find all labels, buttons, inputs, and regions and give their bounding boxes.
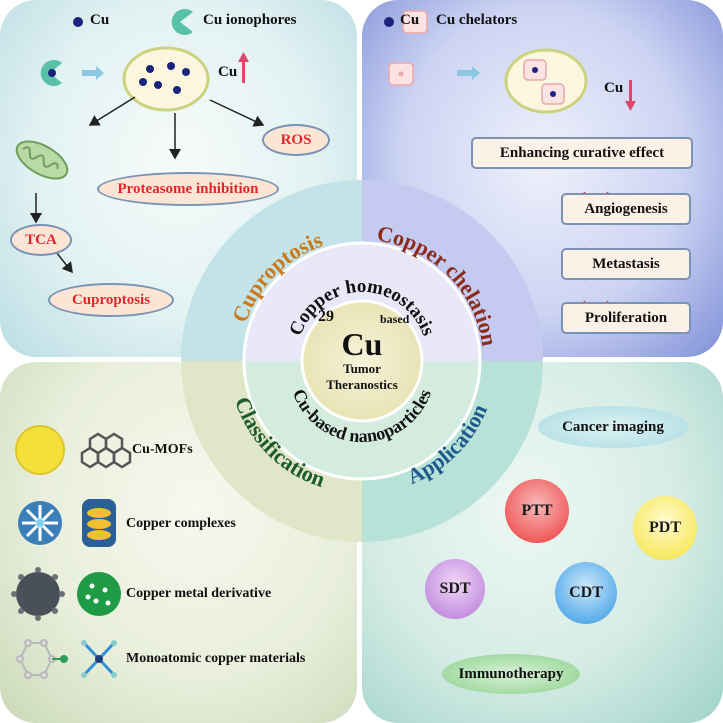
pdt-ball: PDT xyxy=(633,496,697,560)
complex-sphere-icon xyxy=(18,501,62,545)
immunotherapy-oval: Immunotherapy xyxy=(442,654,580,694)
cu-symbol-label: Cu xyxy=(341,325,383,362)
arrow-to-mitochondria xyxy=(88,96,136,126)
legend-ionophores-label: Cu ionophores xyxy=(203,12,297,28)
mof-lattice-icon xyxy=(80,432,132,469)
monoatomic-ring-icon xyxy=(16,639,68,679)
atomic-number-label: 29 xyxy=(318,308,334,325)
mof-sphere-icon xyxy=(15,425,65,475)
based-label: based xyxy=(380,312,410,326)
complex-capsule-icon xyxy=(82,499,116,547)
arrow-to-ros xyxy=(209,99,265,127)
mitochondria-icon xyxy=(15,140,69,180)
theranostics-label: Theranostics xyxy=(326,377,398,392)
uptake-arrow-icon xyxy=(457,66,480,80)
classification-item-label: Copper metal derivative xyxy=(126,586,272,601)
proteasome-oval: Proteasome inhibition xyxy=(97,172,279,206)
cu-dot-icon xyxy=(73,17,83,27)
angiogenesis-box: Angiogenesis xyxy=(561,193,691,225)
classification-item-label: Cu-MOFs xyxy=(132,442,193,457)
monoatomic-cross-icon xyxy=(81,640,117,678)
legend-chelators-label: Cu chelators xyxy=(436,12,518,28)
sdt-ball: SDT xyxy=(425,559,485,619)
cu-decrease-label: Cu xyxy=(604,80,624,96)
panel-copper-chelation: Cu Cu chelators Cu Enhancing curative ef… xyxy=(362,0,723,357)
panel-cuproptosis-graphics xyxy=(15,9,265,274)
decrease-arrow-icon xyxy=(629,80,632,104)
derivative-spiky-icon xyxy=(11,567,65,621)
cancer-imaging-oval: Cancer imaging xyxy=(538,406,688,448)
core-circle xyxy=(300,299,424,423)
metastasis-box: Metastasis xyxy=(561,248,691,280)
cdt-ball: CDT xyxy=(555,562,617,624)
classification-item-label: Monoatomic copper materials xyxy=(126,651,306,666)
legend-cu-label: Cu xyxy=(90,12,110,28)
arrow-to-cuproptosis xyxy=(55,251,73,274)
cu-dot-icon xyxy=(384,17,394,27)
cu-increase-label: Cu xyxy=(218,64,238,80)
classification-item-label: Copper complexes xyxy=(126,516,236,531)
panel-classification-graphics xyxy=(11,425,132,679)
cu-dot-icon xyxy=(48,69,56,77)
tca-oval: TCA xyxy=(10,224,72,256)
cell-icon xyxy=(122,46,210,112)
legend-cu-label: Cu xyxy=(400,12,420,28)
proliferation-box: Proliferation xyxy=(561,302,691,334)
derivative-green-sphere-icon xyxy=(77,572,121,616)
ionophore-legend-icon xyxy=(171,9,193,36)
ionophore-icon xyxy=(40,60,62,87)
ros-oval: ROS xyxy=(262,124,330,156)
ptt-ball: PTT xyxy=(505,479,569,543)
uptake-arrow-icon xyxy=(82,66,104,80)
enhancing-box: Enhancing curative effect xyxy=(471,137,693,169)
increase-arrow-icon xyxy=(242,59,245,83)
cuproptosis-oval: Cuproptosis xyxy=(48,283,174,317)
panel-cuproptosis: Cu Cu ionophores Cu ROS Proteasome inhib… xyxy=(0,0,357,357)
tumor-label: Tumor xyxy=(343,361,381,376)
